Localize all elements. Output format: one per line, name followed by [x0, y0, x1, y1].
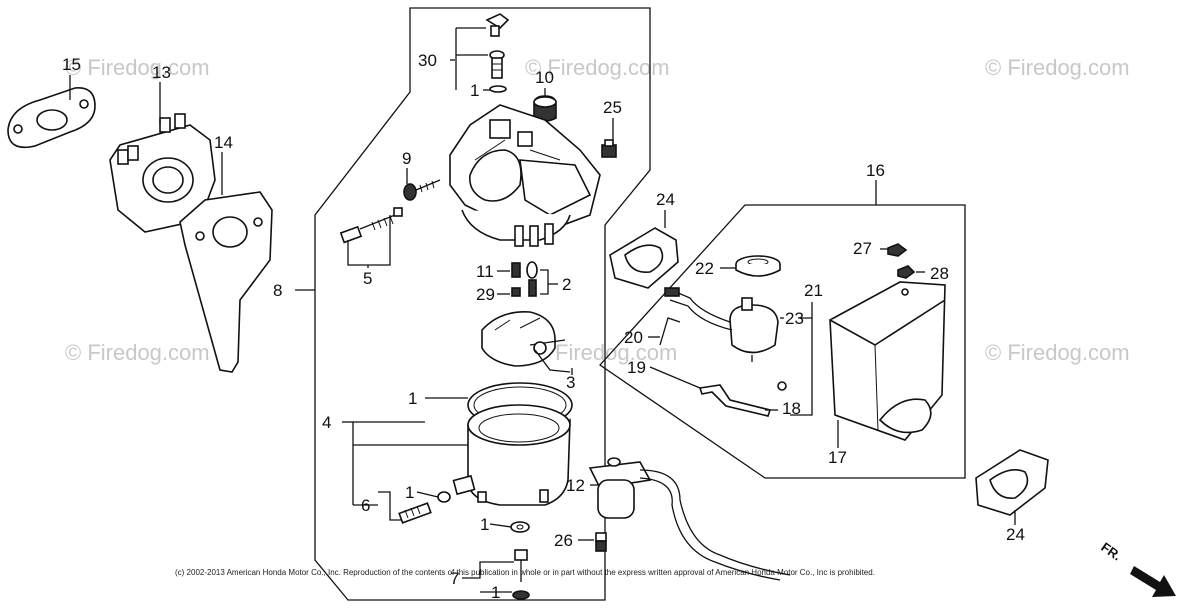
part-27-28-nuts [887, 243, 916, 279]
part-25-bolt [601, 139, 617, 158]
carburetor-group-outline [314, 7, 651, 601]
callout-28: 28 [930, 264, 949, 283]
callout-27: 27 [853, 239, 872, 258]
callout-19: 19 [627, 358, 646, 377]
callout-30: 30 [418, 51, 437, 70]
callout-4: 4 [322, 413, 331, 432]
part-30-drain-screw [485, 13, 510, 79]
copyright-notice: (c) 2002-2013 American Honda Motor Co., … [175, 568, 875, 577]
part-24-gasket [609, 227, 679, 289]
callout-22: 22 [695, 259, 714, 278]
part-22-grommet [735, 255, 781, 277]
part-7-bolt [512, 549, 530, 600]
callout-7: 7 [450, 569, 459, 588]
callout-15: 15 [62, 55, 81, 74]
callout-16: 16 [866, 161, 885, 180]
callout-24: 24 [1006, 525, 1025, 544]
callout-26: 26 [554, 531, 573, 550]
part-11-29-2-jets [511, 261, 538, 297]
callout-5: 5 [363, 269, 372, 288]
leader-lines [69, 27, 1016, 593]
callout-1: 1 [470, 81, 479, 100]
watermark-text: © Firedog.com [525, 55, 670, 80]
watermark-text: © Firedog.com [65, 55, 210, 80]
callout-17: 17 [828, 448, 847, 467]
front-arrow-icon [1130, 566, 1176, 597]
callout-18: 18 [782, 399, 801, 418]
callout-10: 10 [535, 68, 554, 87]
callout-1: 1 [408, 389, 417, 408]
front-direction-indicator: FR. [1098, 539, 1176, 597]
direction-label: FR. [1098, 539, 1124, 563]
part-15-gasket [7, 87, 96, 149]
air-cleaner-group-outline [599, 204, 966, 479]
callout-labels: 15 13 14 30 1 10 25 9 5 11 29 2 8 3 1 4 … [62, 51, 1025, 602]
callout-14: 14 [214, 133, 233, 152]
part-6-drain-screw [398, 491, 451, 524]
part-20-clip [659, 317, 681, 346]
callout-25: 25 [603, 98, 622, 117]
part-19-18-bracket [698, 381, 787, 417]
part-26-screw [595, 532, 607, 552]
part-24-gasket-lower [975, 449, 1049, 516]
callout-9: 9 [402, 149, 411, 168]
callout-2: 2 [562, 275, 571, 294]
callout-21: 21 [804, 281, 823, 300]
watermark-text: © Firedog.com [985, 55, 1130, 80]
callout-24: 24 [656, 190, 675, 209]
part-14-gasket [179, 191, 273, 373]
part-23-breather [664, 287, 779, 362]
part-13-insulator [109, 113, 216, 233]
part-3-float [481, 311, 566, 367]
callout-11: 11 [476, 262, 494, 281]
callout-29: 29 [476, 285, 495, 304]
callout-13: 13 [152, 63, 171, 82]
callout-3: 3 [566, 373, 575, 392]
callout-20: 20 [624, 328, 643, 347]
part-5-pilot-screw [339, 207, 403, 244]
part-12-fuel-cut-solenoid [588, 457, 791, 581]
part-1-o-ring [489, 85, 507, 93]
callout-23: 23 [785, 309, 804, 328]
watermark-center-text: Firedog.com [555, 340, 677, 365]
part-4-float-chamber [452, 404, 571, 506]
callout-1: 1 [491, 583, 500, 602]
callout-1: 1 [405, 483, 414, 502]
part-1-washer [510, 521, 530, 533]
carburetor-body [449, 104, 601, 247]
callout-12: 12 [566, 476, 585, 495]
callout-6: 6 [361, 496, 370, 515]
part-10-cap [533, 95, 557, 122]
watermark-text: © Firedog.com [985, 340, 1130, 365]
part-17-air-cleaner-case [829, 281, 946, 441]
part-9-throttle-stop-screw [403, 179, 441, 201]
callout-8: 8 [273, 281, 282, 300]
watermarks: © Firedog.com © Firedog.com © Firedog.co… [65, 55, 1130, 365]
callout-1: 1 [480, 515, 489, 534]
watermark-text: © Firedog.com [65, 340, 210, 365]
